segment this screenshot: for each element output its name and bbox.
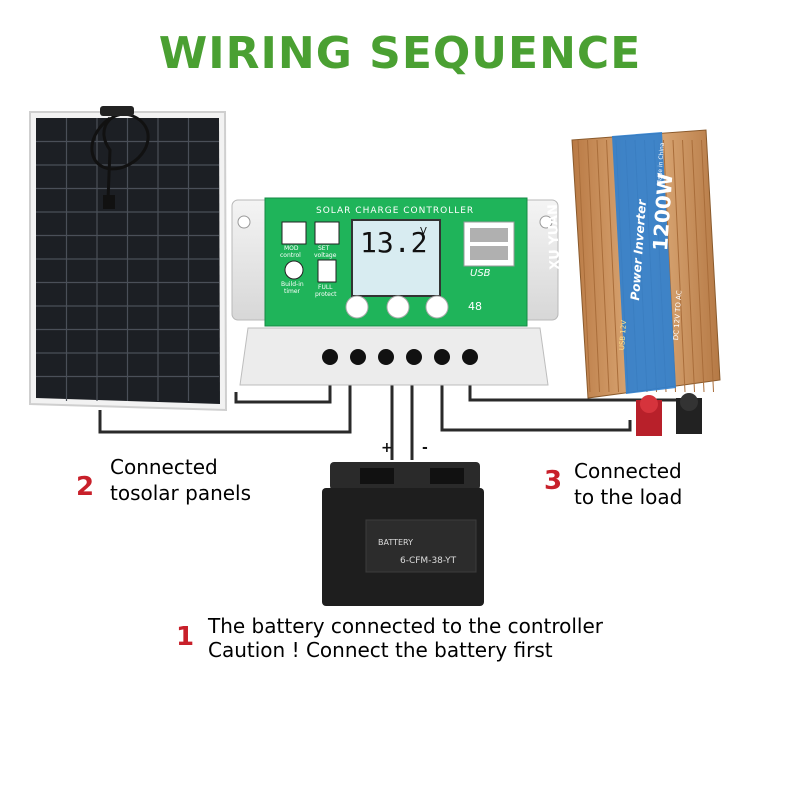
set-label: SET (318, 245, 330, 252)
step-2-number: 2 (76, 472, 95, 502)
terminal-screw (322, 349, 338, 365)
wires (98, 378, 692, 460)
terminal-screw (406, 349, 422, 365)
controller-header: SOLAR CHARGE CONTROLLER (316, 206, 475, 216)
battery-protect-icon (317, 259, 337, 283)
mode-icon (281, 221, 307, 245)
timer-label-2: timer (284, 288, 301, 295)
page-title: WIRING SEQUENCE (158, 28, 642, 79)
terminal-screw (350, 349, 366, 365)
charge-controller (231, 197, 559, 386)
solar-panel (29, 106, 228, 412)
step-1-line2: Caution ! Connect the battery first (208, 638, 553, 662)
step-3-number: 3 (544, 466, 563, 496)
protect-label: FULL (318, 284, 333, 291)
step-1-line1: The battery connected to the controller (208, 614, 604, 638)
battery-plus-label: + (381, 440, 393, 456)
step-3-line2: to the load (574, 485, 683, 509)
timer-label: Build-in (281, 281, 304, 288)
battery-minus-label: - (422, 440, 428, 456)
voltage-unit: V (420, 226, 427, 237)
protect-label-2: protect (315, 291, 337, 298)
timer-icon (284, 260, 304, 280)
battery-model: 6-CFM-38-YT (400, 556, 457, 566)
battery (322, 462, 484, 606)
battery-brand: BATTERY (378, 538, 413, 547)
terminal-screw (434, 349, 450, 365)
step-1-number: 1 (176, 622, 195, 652)
step-2-line2: tosolar panels (110, 481, 252, 505)
power-inverter (571, 129, 721, 436)
terminal-screw (378, 349, 394, 365)
step-2-line1: Connected (110, 455, 218, 479)
mode-label: MOD (284, 245, 299, 252)
inverter-brand: XU YUAN (545, 203, 563, 270)
terminal-screw (462, 349, 478, 365)
voltage-readout: 13.2 (360, 226, 428, 259)
usb-label: USB (470, 268, 491, 279)
set-label-2: voltage (314, 252, 337, 259)
gear-icon (314, 221, 340, 245)
model-number: 48 (468, 300, 482, 313)
mode-label-2: control (280, 252, 301, 259)
step-3-line1: Connected (574, 459, 682, 483)
